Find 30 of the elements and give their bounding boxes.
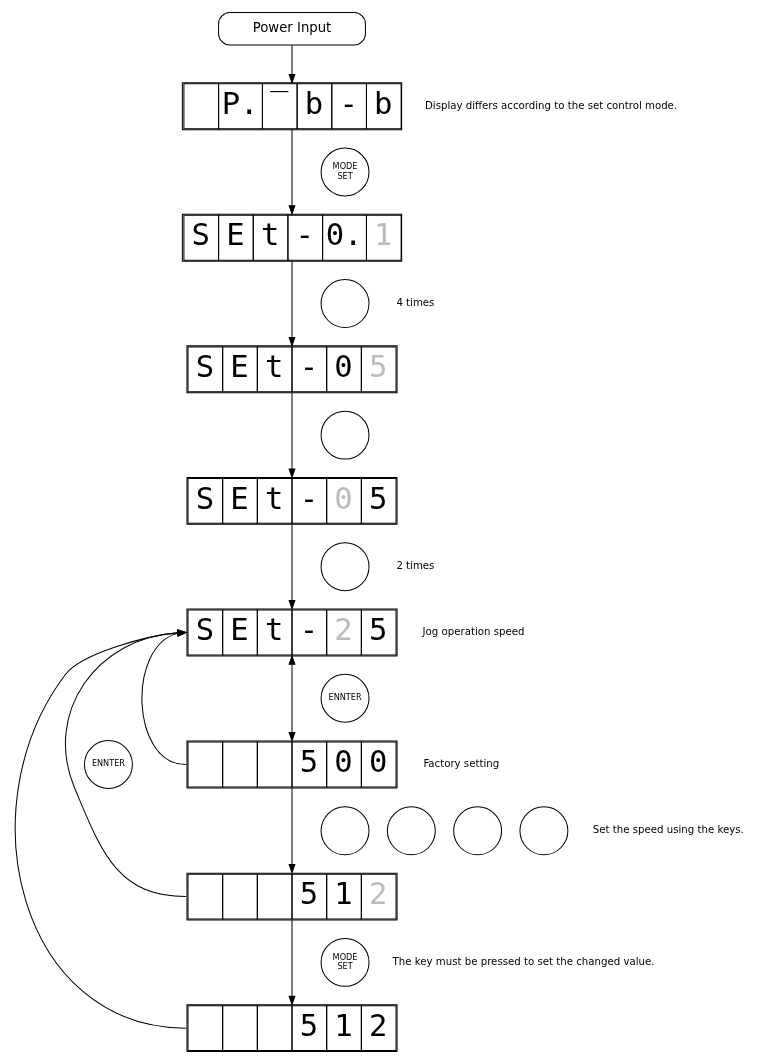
- node-label: 2 times: [395, 560, 434, 572]
- node-label: Jog operation speed: [422, 626, 524, 637]
- arrow: [141, 629, 187, 766]
- node-circle: [320, 279, 369, 329]
- arrow: [287, 260, 296, 348]
- arrow: [14, 629, 187, 1029]
- node-box: Power Input: [217, 11, 366, 46]
- arrow: [287, 44, 296, 85]
- node-circle: MODE SET: [320, 147, 369, 197]
- arrow: [64, 629, 187, 898]
- node-circle: ENNTER: [83, 740, 133, 789]
- arrow: [287, 787, 296, 875]
- arrow: [287, 392, 296, 479]
- node-label: The key must be pressed to set the changed value.: [392, 955, 654, 967]
- arrow: [287, 654, 296, 743]
- node-label: Display differs according to the set control mode.: [424, 99, 677, 111]
- node-circle: [518, 806, 568, 856]
- node-circle: [386, 806, 436, 856]
- node-circle: [320, 806, 369, 856]
- node-circle: MODE SET: [320, 937, 369, 987]
- arrow: [287, 919, 296, 1006]
- node-circle: [320, 542, 369, 592]
- node-circle: [452, 806, 502, 856]
- node-circle: ENNTER: [320, 673, 369, 723]
- node-label: 4 times: [395, 297, 434, 309]
- arrow: [287, 523, 296, 611]
- node-label: Set the speed using the keys.: [592, 824, 744, 836]
- node-label: Factory setting: [422, 758, 499, 770]
- node-circle: [320, 410, 369, 460]
- arrow: [287, 129, 296, 216]
